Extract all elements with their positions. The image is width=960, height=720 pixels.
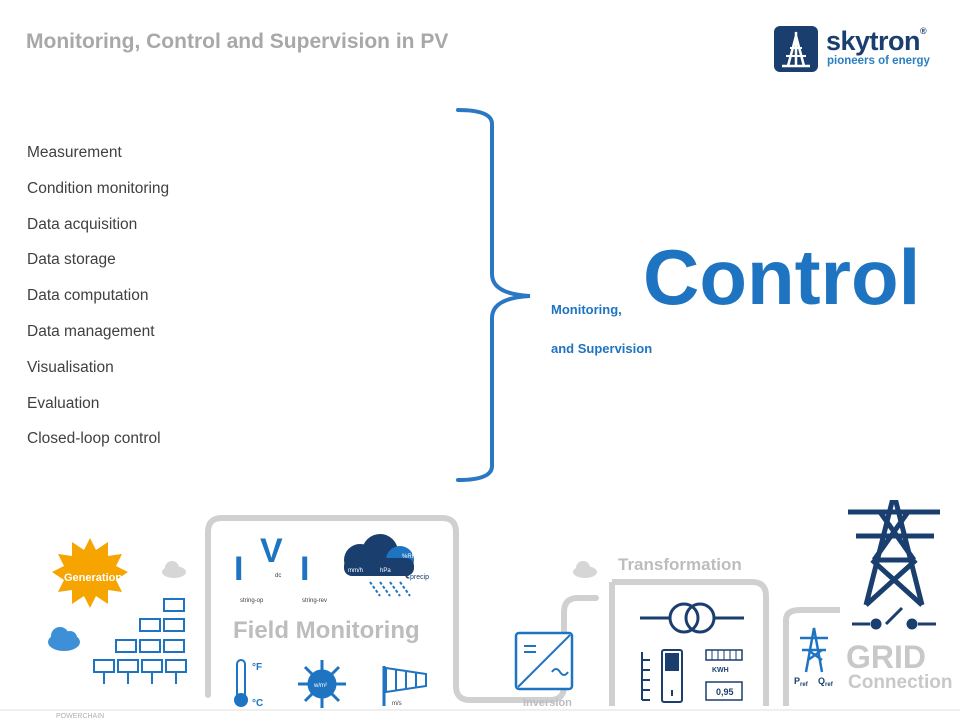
battery-icon bbox=[661, 649, 683, 703]
q-label: Q bbox=[402, 567, 411, 579]
transformation-label: Transformation bbox=[618, 555, 742, 574]
solar-panel-legs bbox=[103, 672, 177, 684]
rain-cloud-icon bbox=[344, 534, 414, 597]
supervision-label: and Supervision bbox=[551, 341, 653, 356]
list-item: Data computation bbox=[27, 287, 149, 305]
powerchain-diagram: Generation I V I dc string-op string-rev… bbox=[0, 500, 960, 720]
list-item: Data storage bbox=[27, 251, 116, 269]
logo-tagline: pioneers of energy bbox=[827, 55, 930, 67]
wind-unit: m/s bbox=[392, 701, 402, 707]
list-item: Condition monitoring bbox=[27, 179, 170, 197]
meter-value: 0,95 bbox=[716, 687, 734, 697]
list-item: Data management bbox=[27, 322, 155, 340]
fahrenheit-label: °F bbox=[252, 662, 262, 673]
curly-brace bbox=[456, 108, 531, 482]
level-gauge-icon bbox=[641, 652, 650, 701]
powerchain-footer: POWERCHAIN bbox=[56, 713, 104, 720]
current-rev-icon: I bbox=[300, 550, 309, 588]
connection-label: Connection bbox=[848, 672, 953, 693]
cloud-icon bbox=[162, 561, 186, 578]
sun-icon bbox=[52, 538, 128, 608]
small-pylon-icon bbox=[800, 627, 828, 673]
list-item: Measurement bbox=[27, 144, 122, 161]
p-ref-label: Pref bbox=[794, 676, 809, 688]
cloud-icon bbox=[48, 627, 80, 651]
string-op-label: string-op bbox=[240, 598, 264, 604]
page-title: Monitoring, Control and Supervision in P… bbox=[26, 30, 449, 53]
rain-rate-label: mm/h bbox=[348, 568, 363, 574]
function-list: Measurement Condition monitoring Data ac… bbox=[27, 143, 169, 465]
grid-pylon-icon bbox=[848, 500, 940, 607]
energy-meter-icon bbox=[705, 649, 743, 701]
dc-label: dc bbox=[275, 573, 281, 579]
logo-wordmark: skytron® bbox=[826, 26, 927, 56]
grid-label: GRID bbox=[846, 639, 926, 675]
skytron-logo: skytron® pioneers of energy bbox=[774, 26, 934, 74]
current-op-icon: I bbox=[234, 550, 243, 588]
transformer-icon bbox=[640, 602, 744, 634]
cloud-icon bbox=[573, 561, 597, 578]
list-item: Data acquisition bbox=[27, 215, 138, 233]
list-item: Closed-loop control bbox=[27, 430, 161, 448]
generation-label: Generation bbox=[64, 572, 122, 584]
string-rev-label: string-rev bbox=[302, 598, 327, 604]
precip-label: precip bbox=[410, 574, 429, 581]
thermometer-icon bbox=[234, 659, 248, 707]
celsius-label: °C bbox=[252, 698, 263, 709]
powerchain-path bbox=[612, 579, 769, 706]
control-heading: Control bbox=[643, 233, 921, 321]
pressure-label: hPa bbox=[380, 568, 391, 574]
voltage-dc-icon: V bbox=[260, 532, 283, 570]
tower-logo-icon bbox=[774, 26, 818, 72]
kwh-label: KWH bbox=[712, 667, 729, 674]
switch-icon bbox=[852, 606, 936, 630]
inverter-icon bbox=[514, 631, 574, 691]
powerchain-path bbox=[205, 515, 599, 703]
field-monitoring-label: Field Monitoring bbox=[233, 617, 420, 644]
list-item: Visualisation bbox=[27, 358, 114, 376]
irradiance-unit: w/m² bbox=[313, 683, 327, 689]
solar-panels-icon bbox=[93, 598, 187, 673]
windsock-icon bbox=[382, 666, 427, 706]
monitoring-label: Monitoring, bbox=[551, 302, 622, 317]
humidity-label: %RH bbox=[402, 554, 416, 560]
powerchain-path bbox=[783, 607, 840, 706]
q-ref-label: Qref bbox=[818, 676, 834, 688]
irradiance-sun-icon bbox=[298, 660, 346, 708]
list-item: Evaluation bbox=[27, 394, 100, 412]
inversion-label: Inversion bbox=[523, 697, 572, 709]
